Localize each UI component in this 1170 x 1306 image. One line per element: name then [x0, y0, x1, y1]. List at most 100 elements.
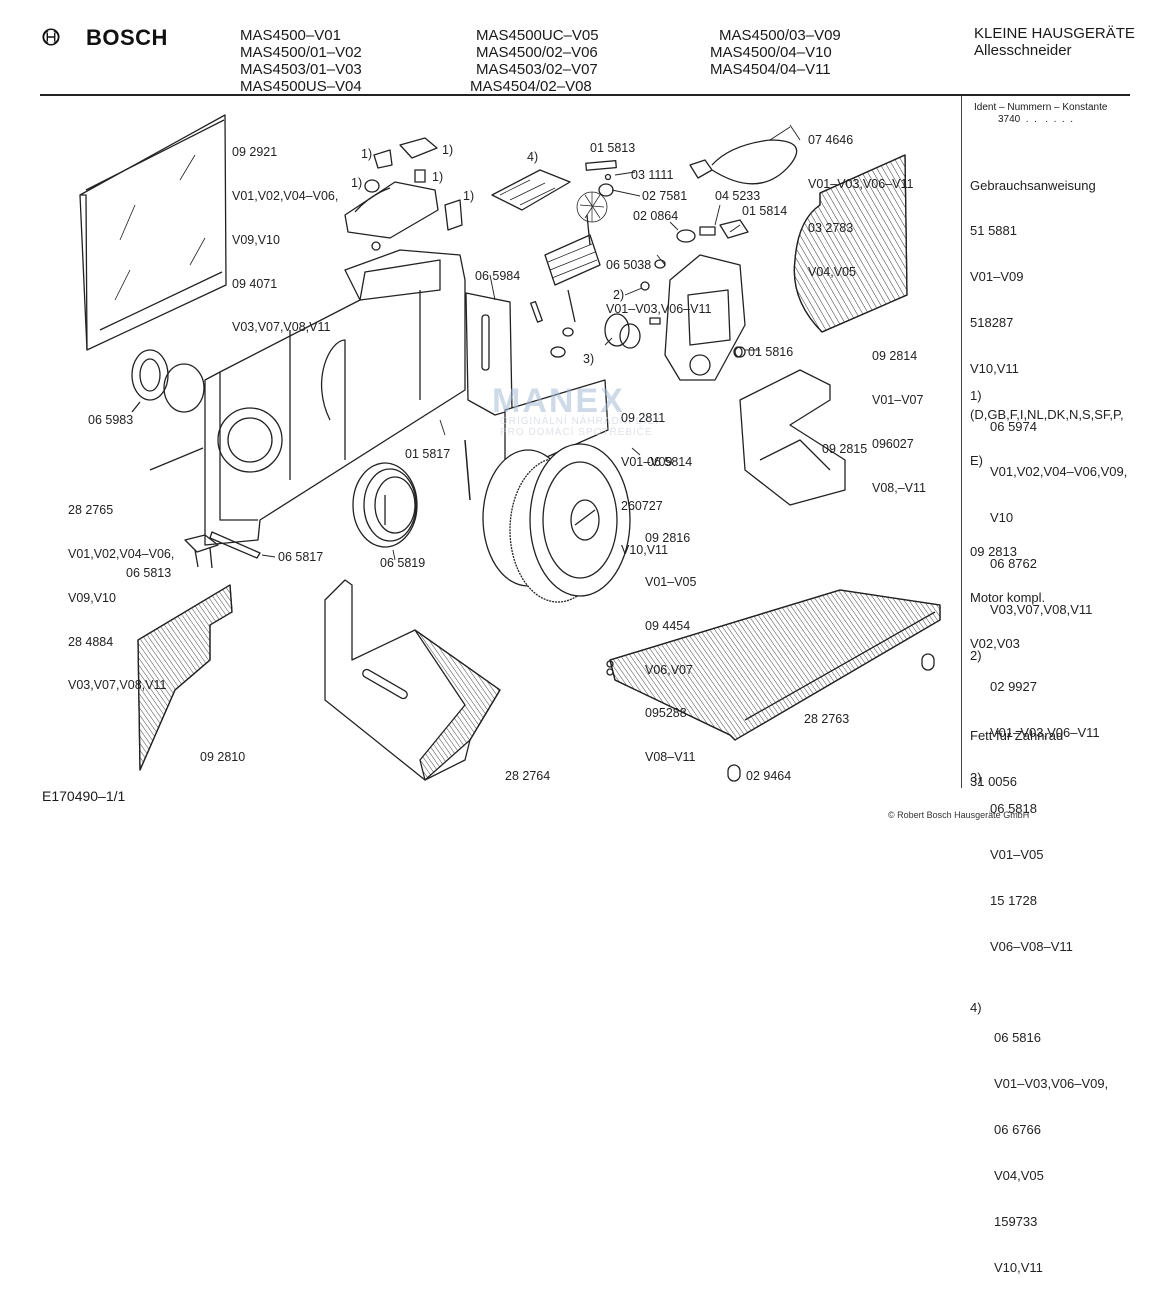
cap-part [727, 653, 935, 782]
watermark-line: PRO DOMÁCÍ SPOTŘEBIČE [500, 427, 653, 438]
ref-3: 3) [583, 352, 595, 366]
part-variant: V09,V10 [232, 232, 280, 247]
part-number: 09 4454 [645, 618, 691, 633]
blade-part [482, 443, 631, 603]
model-item: MAS4500/01–V02 [240, 44, 362, 61]
footnote-number: 1) [970, 388, 982, 403]
part-variant: V01–V07 [872, 392, 924, 407]
ref-1-d: 1) [351, 176, 363, 190]
label-09-2815: 09 2815 [822, 442, 868, 456]
model-list-3: MAS4500/03–V09 MAS4500/04–V10 MAS4504/04… [710, 27, 841, 78]
part-variant: V04,V05 [808, 264, 856, 279]
manual-line: 51 5881 [970, 223, 1017, 239]
washer-part [733, 346, 743, 358]
footnote-line: V01–V05 [990, 846, 1044, 862]
footnote-line: 06 5816 [994, 1030, 1041, 1046]
gearbox-part [664, 254, 746, 381]
ref-4: 4) [527, 150, 539, 164]
part-variant: V03,V07,V08,V11 [68, 678, 167, 693]
rear-cover-part [793, 154, 908, 333]
category-block: KLEINE HAUSGERÄTE Allesschneider [974, 25, 1135, 59]
copyright: © Robert Bosch Hausgeräte GmbH [888, 810, 1030, 820]
manual-title: Gebrauchsanweisung [970, 177, 1096, 193]
label-06-5814: 06 5814 [647, 455, 693, 469]
document-id: E170490–1/1 [42, 788, 126, 804]
side-tray-part [137, 584, 233, 771]
label-06-5817: 06 5817 [278, 550, 324, 564]
part-number: 28 2765 [68, 503, 114, 518]
footnote-line: V10,V11 [994, 1259, 1043, 1275]
part-number: 06 5038 [606, 258, 652, 273]
footnote-line: V10 [990, 510, 1014, 526]
label-02-7581: 02 7581 [642, 189, 688, 203]
part-variant: V01–V03,V06–V11 [606, 301, 712, 316]
foot-strip-part [184, 531, 261, 569]
part-variant: V10,V11 [621, 542, 669, 557]
carriage-part [606, 589, 941, 741]
label-06-5984: 06 5984 [475, 269, 521, 283]
label-09-2811: 09 2811 V01–V09 260727 V10,V11 [621, 382, 672, 572]
label-02-0864: 02 0864 [633, 209, 679, 223]
footnote-line: V01,V02,V04–V06,V09, [990, 464, 1128, 480]
part-variant: V08–V11 [645, 750, 696, 765]
model-item: MAS4500UC–V05 [476, 27, 599, 44]
footnote-line: 15 1728 [990, 892, 1037, 908]
label-01-5816: 01 5816 [748, 345, 794, 359]
watermark-line: ORIGINÁLNÍ NÁHRADNÍ DÍLY [500, 416, 662, 427]
ref-2: 2) [613, 288, 625, 302]
sidebar-divider [961, 96, 962, 788]
footnote-line: V06–V08–V11 [990, 938, 1073, 954]
manual-line: E) [970, 452, 983, 468]
part-variant: V01–V03,V06–V11 [808, 176, 914, 191]
part-variant: V01,V02,V04–V06, [232, 188, 339, 203]
part-variant: V09,V10 [68, 590, 116, 605]
footnote-number: 3) [970, 770, 982, 786]
part-number: 07 4646 [808, 133, 854, 148]
label-01-5814: 01 5814 [742, 204, 788, 218]
part-variant: V06,V07 [645, 662, 693, 677]
label-01-5817: 01 5817 [405, 447, 451, 461]
footnote-number: 4) [970, 999, 982, 1015]
watermark-subtitle: ORIGINÁLNÍ NÁHRADNÍ DÍLY PRO DOMÁCÍ SPOT… [500, 416, 661, 438]
manual-line: V10,V11 [970, 361, 1019, 377]
part-number: 260727 [621, 498, 663, 513]
model-item: MAS4504/02–V08 [470, 78, 592, 95]
footnote-line: V03,V07,V08,V11 [990, 602, 1093, 618]
part-variant: V01,V02,V04–V06, [68, 546, 175, 561]
ident-value: 3740 . . . . . . [998, 114, 1074, 125]
bosch-logo-icon [42, 28, 60, 51]
footnote-number: 2) [970, 648, 982, 664]
manual-line: V01–V09 [970, 269, 1024, 285]
label-06-5983: 06 5983 [88, 413, 134, 427]
label-09-2810: 09 2810 [200, 750, 246, 764]
model-item: MAS4503/01–V03 [240, 61, 362, 78]
manual-line: 518287 [970, 315, 1014, 331]
brand-name: BOSCH [86, 25, 168, 50]
label-06-5819: 06 5819 [380, 556, 426, 570]
label-28-2764: 28 2764 [505, 769, 551, 783]
footnote-line: V01–V03,V06–V11 [990, 724, 1100, 740]
motor-part [530, 214, 666, 358]
label-09-2921: 09 2921 V01,V02,V04–V06, V09,V10 09 4071… [232, 116, 338, 350]
power-cord-part [689, 124, 801, 185]
sidebar-info: Gebrauchsanweisung 51 5881 V01–V09 51828… [970, 147, 1124, 819]
ident-title: Ident – Nummern – Konstante [974, 102, 1108, 113]
category-title: KLEINE HAUSGERÄTE [974, 25, 1135, 42]
part-number: 095288 [645, 706, 687, 721]
label-01-5813: 01 5813 [590, 141, 636, 155]
manual-line: (D,GB,F,I,NL,DK,N,S,SF,P, [970, 407, 1124, 423]
watermark-title: MANEX [492, 382, 625, 420]
food-pusher-part [324, 579, 501, 781]
ref-1-a: 1) [361, 147, 373, 161]
footnote-4: 4) 06 5816 V01–V03,V06–V09, 06 6766 V04,… [970, 1000, 1127, 1306]
label-07-4646: 07 4646 V01–V03,V06–V11 03 2783 V04,V05 [808, 104, 913, 294]
label-06-5813: 06 5813 [126, 566, 172, 580]
part-number: 09 2814 [872, 349, 918, 364]
label-02-9464: 02 9464 [746, 769, 792, 783]
cover-panel-part [79, 114, 227, 351]
carriage-support-part [739, 369, 846, 506]
model-item: MAS4503/02–V07 [476, 61, 598, 78]
grease-line: Fett für Zahnrad [970, 727, 1064, 743]
part-number: 096027 [872, 436, 914, 451]
leader-lines [261, 126, 791, 561]
